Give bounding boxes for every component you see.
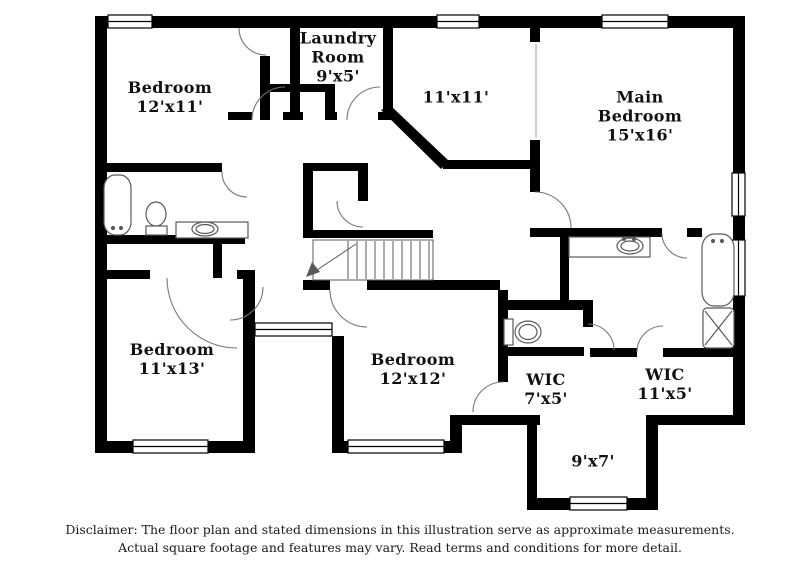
window <box>731 239 746 297</box>
disclaimer-line-1: Disclaimer: The floor plan and stated di… <box>65 522 735 537</box>
room-name: Bedroom <box>129 340 215 359</box>
room-label-wic-small: WIC 7'x5' <box>524 370 568 408</box>
door-arc <box>636 325 664 353</box>
room-name: WIC <box>526 370 566 389</box>
sink-vanity-icon <box>175 221 249 239</box>
window <box>347 439 445 454</box>
disclaimer-line-2: Actual square footage and features may v… <box>118 540 682 555</box>
door-arc <box>661 232 688 259</box>
door-arc <box>346 86 381 121</box>
door-arc <box>329 289 368 328</box>
door-arc <box>166 277 238 349</box>
room-name: Room <box>311 47 365 67</box>
door-arc <box>221 171 248 198</box>
window <box>731 172 746 217</box>
room-name: Bedroom <box>597 106 683 126</box>
shower-icon <box>702 307 735 349</box>
room-name: Laundry <box>299 28 377 48</box>
window <box>107 14 153 29</box>
bathtub-icon <box>701 233 735 307</box>
door-arc <box>472 381 504 413</box>
window <box>601 14 669 29</box>
door-arc <box>229 286 264 321</box>
room-label-bedroom-bottom-left: Bedroom 11'x13' <box>130 340 214 378</box>
toilet-icon <box>145 201 168 236</box>
door-arc <box>251 86 286 121</box>
room-dimensions: 11'x5' <box>637 384 693 403</box>
room-label-wic-large: WIC 11'x5' <box>637 365 692 403</box>
door-arc <box>587 323 615 351</box>
sink-vanity-icon <box>568 236 651 258</box>
room-dimensions: 7'x5' <box>524 389 568 408</box>
door-arc <box>534 191 572 229</box>
staircase <box>306 239 434 281</box>
bathtub-icon <box>103 174 132 236</box>
window <box>569 496 628 511</box>
room-label-hall: 11'x11' <box>423 88 490 107</box>
room-name: Bedroom <box>127 78 213 97</box>
room-label-bonus: 9'x7' <box>571 452 615 471</box>
room-dimensions: 11'x13' <box>138 359 206 378</box>
room-label-bedroom-top-left: Bedroom 12'x11' <box>128 78 212 116</box>
window <box>132 439 209 454</box>
disclaimer-text: Disclaimer: The floor plan and stated di… <box>0 521 800 557</box>
room-name: Main <box>616 87 664 107</box>
room-dimensions: 9'x7' <box>571 451 615 471</box>
room-label-laundry: Laundry Room 9'x5' <box>300 29 377 86</box>
door-arc <box>238 27 267 56</box>
window <box>436 14 480 29</box>
room-label-main-bedroom: Main Bedroom 15'x16' <box>598 88 682 145</box>
room-label-bedroom-bottom-mid: Bedroom 12'x12' <box>371 350 455 388</box>
room-dimensions: 9'x5' <box>316 66 360 86</box>
room-dimensions: 11'x11' <box>422 87 490 107</box>
room-dimensions: 15'x16' <box>606 125 674 145</box>
room-name: WIC <box>645 365 685 384</box>
room-dimensions: 12'x12' <box>379 369 447 388</box>
windows <box>107 14 746 511</box>
room-name: Bedroom <box>370 350 456 369</box>
interior-walls <box>107 16 733 382</box>
fixtures <box>103 174 735 349</box>
door-arcs <box>166 27 688 413</box>
window <box>254 322 333 337</box>
door-arc <box>336 200 364 228</box>
toilet-icon <box>503 318 542 346</box>
diagonal-wall <box>381 106 449 169</box>
stair-arrow-icon <box>306 243 357 277</box>
room-dimensions: 12'x11' <box>136 97 204 116</box>
